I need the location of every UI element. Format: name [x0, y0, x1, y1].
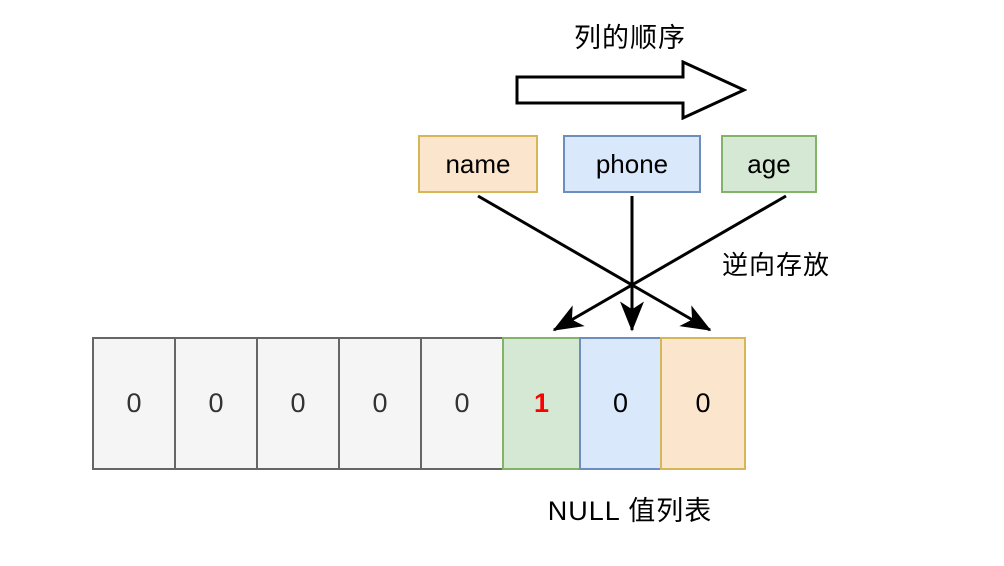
bitmap-cell[interactable]: 0 [338, 337, 422, 470]
right-block-arrow-icon [515, 60, 747, 120]
connector-name-to-orange-cell [477, 194, 712, 332]
null-bitmap-row: 0 0 0 0 0 1 0 0 [92, 337, 757, 470]
column-order-title-text: 列的顺序 [574, 23, 686, 53]
bitmap-cell[interactable]: 0 [420, 337, 504, 470]
bitmap-cell-phone[interactable]: 0 [579, 337, 662, 470]
bitmap-cell-age[interactable]: 1 [502, 337, 581, 470]
bitmap-cell[interactable]: 0 [92, 337, 176, 470]
column-box-phone-label: phone [595, 148, 669, 179]
bitmap-cell[interactable]: 0 [174, 337, 258, 470]
column-box-name[interactable]: name [418, 135, 538, 193]
column-box-name-label: name [445, 148, 511, 179]
null-bitmap-caption-text: NULL 值列表 [547, 496, 713, 526]
bitmap-cell[interactable]: 0 [256, 337, 340, 470]
null-bitmap-caption: NULL 值列表 [0, 494, 1004, 528]
reverse-store-note: 逆向存放 [722, 250, 831, 280]
column-box-age[interactable]: age [721, 135, 817, 193]
column-order-title: 列的顺序 [0, 22, 1004, 54]
column-box-age-label: age [747, 148, 791, 179]
bitmap-cell-name[interactable]: 0 [660, 337, 746, 470]
column-box-phone[interactable]: phone [563, 135, 701, 193]
